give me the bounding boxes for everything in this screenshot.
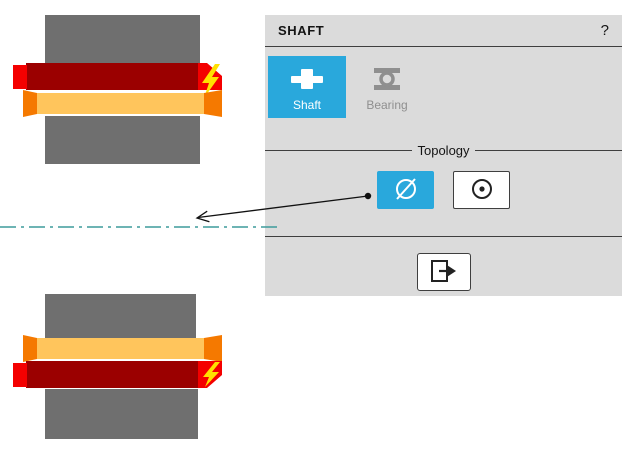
sleeve-wedge <box>204 335 222 362</box>
center-dot-icon <box>468 175 496 206</box>
panel-header: SHAFT ? <box>265 15 622 47</box>
lightning-icon <box>203 362 220 387</box>
shaft-bar <box>26 63 212 90</box>
topology-outer-diameter-button[interactable] <box>377 171 434 209</box>
shaft-assembly-diagram-top <box>13 15 222 164</box>
flash-notch <box>207 375 222 388</box>
tab-bar: Shaft Bearing <box>265 47 622 118</box>
apply-button[interactable] <box>416 253 471 291</box>
tab-bearing[interactable]: Bearing <box>348 56 426 118</box>
shaft-end-cap <box>13 363 27 387</box>
help-button[interactable]: ? <box>600 22 609 39</box>
tab-shaft[interactable]: Shaft <box>268 56 346 118</box>
topology-options <box>265 171 622 209</box>
exit-arrow-icon <box>430 259 458 286</box>
lightning-icon <box>202 64 220 98</box>
tab-bearing-label: Bearing <box>366 98 408 112</box>
shaft-end-cap <box>13 65 27 89</box>
sleeve-bar <box>36 338 206 359</box>
diameter-icon <box>392 175 420 206</box>
legend-line-left <box>265 150 413 151</box>
sleeve-bar <box>36 93 206 114</box>
topology-legend: Topology <box>417 143 470 158</box>
shaft-config-panel: SHAFT ? Shaft Bearing <box>265 15 623 296</box>
panel-divider <box>265 236 622 237</box>
housing-block <box>45 389 198 439</box>
topology-group: Topology <box>265 143 623 158</box>
legend-line-right <box>474 150 623 151</box>
apply-row <box>265 253 622 291</box>
topology-center-bore-button[interactable] <box>453 171 510 209</box>
sleeve-wedge <box>23 335 37 362</box>
shaft-assembly-diagram-bottom <box>13 294 222 439</box>
sleeve-wedge <box>23 90 37 117</box>
bearing-icon <box>370 66 404 92</box>
tab-shaft-label: Shaft <box>292 98 322 112</box>
shaft-bar <box>26 361 212 388</box>
annotation-arrowhead <box>195 210 210 223</box>
housing-block <box>45 15 200 65</box>
housing-block <box>45 116 200 164</box>
panel-title: SHAFT <box>278 23 325 38</box>
shaft-icon <box>290 66 324 92</box>
housing-block <box>45 294 196 340</box>
sleeve-wedge <box>204 90 222 117</box>
